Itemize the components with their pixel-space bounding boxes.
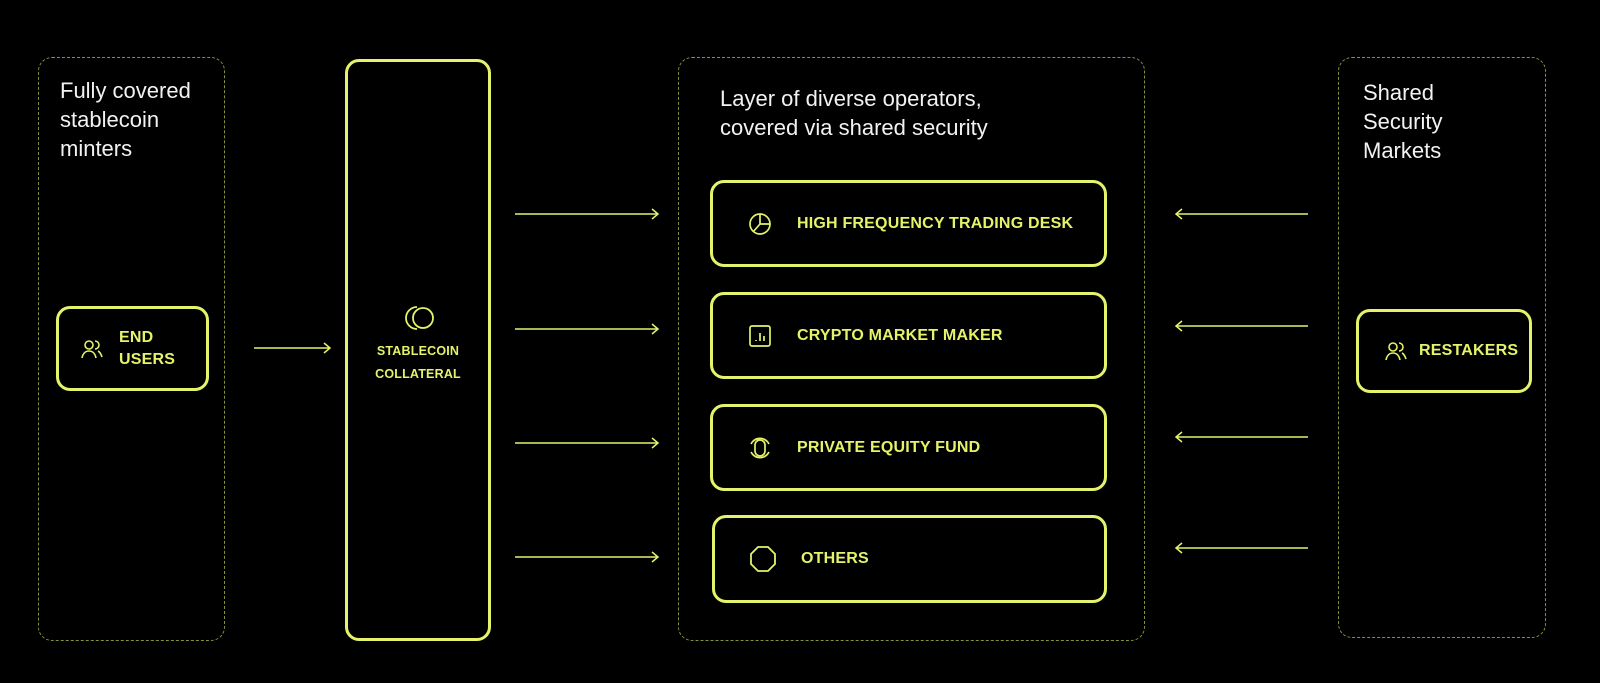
operator-others[interactable]: OTHERS — [712, 515, 1107, 603]
operator-crypto-market-maker[interactable]: CRYPTO MARKET MAKER — [710, 292, 1107, 379]
operators-group — [678, 57, 1145, 641]
operator-label: CRYPTO MARKET MAKER — [797, 326, 1003, 344]
end-users-node[interactable]: END USERS — [56, 306, 209, 391]
arrow-from-markets-4 — [1174, 542, 1308, 554]
pie-chart-icon — [749, 212, 771, 235]
users-icon — [1385, 342, 1407, 361]
users-icon — [81, 339, 103, 358]
arrow-to-operator-3 — [515, 437, 660, 449]
operators-title-line-2: covered via shared security — [720, 115, 988, 140]
operator-hft-desk[interactable]: HIGH FREQUENCY TRADING DESK — [710, 180, 1107, 267]
arrow-to-operator-4 — [515, 551, 660, 563]
bar-chart-icon — [749, 324, 771, 347]
restakers-node[interactable]: RESTAKERS — [1356, 309, 1532, 393]
end-users-label-1: END — [119, 328, 154, 346]
operators-title: Layer of diverse operators, covered via … — [720, 84, 1120, 142]
vault-icon — [750, 437, 770, 458]
arrow-from-markets-3 — [1174, 431, 1308, 443]
markets-title: Shared Security Markets — [1363, 80, 1443, 163]
arrow-from-markets-1 — [1174, 208, 1308, 220]
minters-group — [38, 57, 225, 641]
operators-title-line-1: Layer of diverse operators, — [720, 86, 982, 111]
markets-group — [1338, 57, 1546, 638]
end-users-label-2: USERS — [119, 350, 176, 368]
operator-label: OTHERS — [801, 550, 869, 567]
arrow-users-to-collateral — [254, 342, 332, 354]
collateral-label-1: STABLECOIN — [376, 344, 460, 358]
operator-label: HIGH FREQUENCY TRADING DESK — [797, 214, 1074, 232]
arrow-from-markets-2 — [1174, 320, 1308, 332]
operator-label: PRIVATE EQUITY FUND — [797, 438, 981, 456]
stablecoin-collateral-node[interactable] — [345, 59, 491, 641]
restakers-label: RESTAKERS — [1419, 342, 1519, 359]
coins-icon — [405, 306, 434, 330]
arrow-to-operator-2 — [515, 323, 660, 335]
arrow-to-operator-1 — [515, 208, 660, 220]
collateral-label-2: COLLATERAL — [375, 367, 461, 381]
operator-private-equity-fund[interactable]: PRIVATE EQUITY FUND — [710, 404, 1107, 491]
octagon-icon — [750, 546, 776, 572]
minters-title: Fully covered stablecoin minters — [60, 78, 191, 161]
